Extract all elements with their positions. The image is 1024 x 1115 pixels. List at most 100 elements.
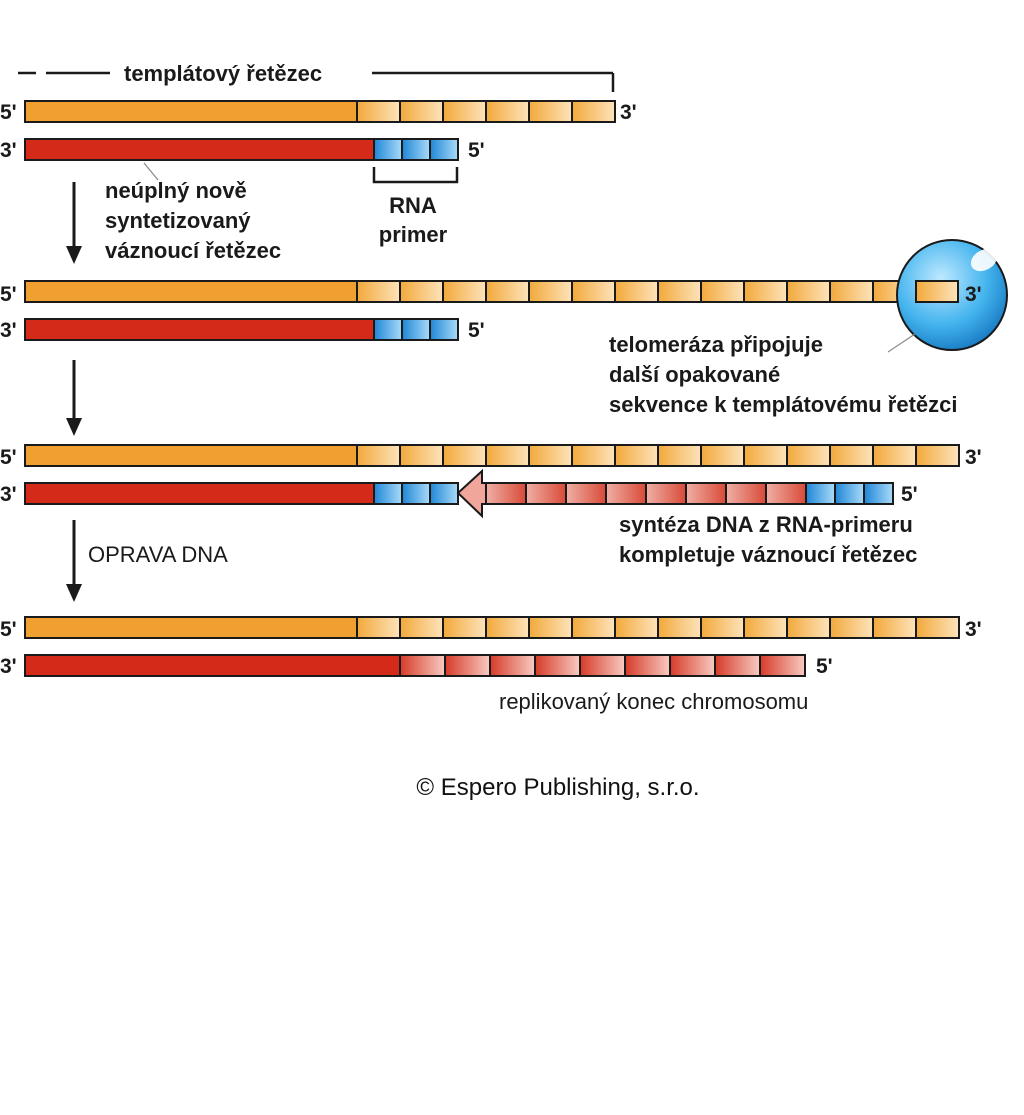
stage4-lagging-repeat <box>399 654 446 677</box>
stage1-template-5prime: 5' <box>0 101 17 124</box>
stage3-template-strand-repeat <box>657 444 702 467</box>
stage2-template-strand-repeat <box>743 280 788 303</box>
stage1-template-strand-solid <box>24 100 358 123</box>
stage4-lagging-strand <box>24 654 401 677</box>
stage3-template-strand-repeat <box>829 444 874 467</box>
stage3-new-rna-primer-segment <box>805 482 836 505</box>
stage4-template-strand-repeat <box>743 616 788 639</box>
stage3-template-strand-repeat <box>786 444 831 467</box>
stage3-lagging-3prime: 3' <box>0 483 17 506</box>
stage1-lagging-5prime: 5' <box>468 139 485 162</box>
stage2-template-strand-repeat <box>399 280 444 303</box>
stage4-template-strand-repeat <box>485 616 530 639</box>
stage3-template-strand-solid <box>24 444 358 467</box>
rna-primer-label-2: primer <box>379 222 448 247</box>
copyright-notice: © Espero Publishing, s.r.o. <box>416 774 699 801</box>
template-strand-bracket <box>18 71 615 92</box>
stage-1 <box>24 100 616 161</box>
stage3-lagging-strand <box>24 482 375 505</box>
stage3-template-strand-repeat <box>399 444 444 467</box>
stage3-new-lagging-segment <box>685 482 727 505</box>
stage2-template-5prime: 5' <box>0 283 17 306</box>
replicated-end-label: replikovaný konec chromosomu <box>499 689 808 714</box>
stage2-template-strand-repeat <box>528 280 573 303</box>
stage-4 <box>24 616 960 677</box>
stage3-template-strand-repeat <box>614 444 659 467</box>
stage3-template-strand-repeat <box>872 444 917 467</box>
stage4-template-strand-repeat <box>356 616 401 639</box>
stage2-template-strand-repeat <box>356 280 401 303</box>
stage2-rna-primer-segment <box>401 318 431 341</box>
stage2-template-strand-repeat <box>700 280 745 303</box>
stage3-new-lagging-segment <box>565 482 607 505</box>
stage4-template-strand-solid <box>24 616 358 639</box>
stage4-template-strand-repeat <box>614 616 659 639</box>
stage3-template-strand-repeat <box>442 444 487 467</box>
stage2-lagging-3prime: 3' <box>0 319 17 342</box>
stage2-rna-primer-segment <box>429 318 459 341</box>
stage4-template-5prime: 5' <box>0 618 17 641</box>
stage4-template-strand-repeat <box>528 616 573 639</box>
lagging-label-3: váznoucí řetězec <box>105 238 281 263</box>
stage3-rna-primer-segment <box>429 482 459 505</box>
stage4-lagging-repeat <box>624 654 671 677</box>
stage4-lagging-repeat <box>579 654 626 677</box>
stage4-template-strand-repeat <box>872 616 917 639</box>
stage-3 <box>24 444 960 519</box>
stage1-template-strand-repeat <box>571 100 616 123</box>
telomerase-label-3: sekvence k templátovému řetězci <box>609 392 958 417</box>
rna-primer-bracket <box>372 167 459 184</box>
stage4-template-strand-repeat <box>786 616 831 639</box>
stage2-new-repeat <box>915 280 959 303</box>
stage2-template-strand-repeat <box>571 280 616 303</box>
stage4-lagging-repeat <box>759 654 806 677</box>
stage3-template-strand-repeat <box>915 444 960 467</box>
stage2-template-3prime: 3' <box>965 283 982 306</box>
stage4-lagging-repeat <box>489 654 536 677</box>
stage4-lagging-repeat <box>714 654 761 677</box>
lagging-label-1: neúplný nově <box>105 178 247 203</box>
stage1-lagging-strand <box>24 138 375 161</box>
stage4-template-strand-repeat <box>399 616 444 639</box>
synthesis-arrowhead <box>456 468 487 519</box>
stage3-new-rna-primer-segment <box>863 482 894 505</box>
stage3-rna-primer-segment <box>373 482 403 505</box>
stage4-template-strand-repeat <box>571 616 616 639</box>
stage3-new-lagging-segment <box>765 482 807 505</box>
stage3-new-lagging-segment <box>605 482 647 505</box>
stage2-lagging-5prime: 5' <box>468 319 485 342</box>
synthesis-label-2: kompletuje váznoucí řetězec <box>619 542 917 567</box>
stage3-new-rna-primer-segment <box>834 482 865 505</box>
synthesis-label-1: syntéza DNA z RNA-primeru <box>619 512 913 537</box>
stage4-template-strand-repeat <box>915 616 960 639</box>
stage3-lagging-5prime: 5' <box>901 483 918 506</box>
stage-2-overlay <box>915 280 959 303</box>
stage1-template-3prime: 3' <box>620 101 637 124</box>
stage4-lagging-repeat <box>444 654 491 677</box>
lagging-label-2: syntetizovaný <box>105 208 251 233</box>
stage4-template-strand-repeat <box>442 616 487 639</box>
repair-label: OPRAVA DNA <box>88 542 228 567</box>
stage3-template-strand-repeat <box>485 444 530 467</box>
stage2-rna-primer-segment <box>373 318 403 341</box>
rna-primer-label-1: RNA <box>389 193 437 218</box>
stage1-template-strand-repeat <box>485 100 530 123</box>
stage4-lagging-repeat <box>669 654 716 677</box>
arrow-down-1 <box>66 182 82 264</box>
arrow-down-3 <box>66 520 82 602</box>
stage4-lagging-5prime: 5' <box>816 655 833 678</box>
stage2-template-strand-repeat <box>657 280 702 303</box>
lagging-leader-line <box>143 162 159 181</box>
stage3-template-strand-repeat <box>700 444 745 467</box>
stage4-template-3prime: 3' <box>965 618 982 641</box>
stage3-new-lagging-segment <box>725 482 767 505</box>
stage3-template-5prime: 5' <box>0 446 17 469</box>
stage1-lagging-3prime: 3' <box>0 139 17 162</box>
stage3-template-strand-repeat <box>743 444 788 467</box>
stage3-template-3prime: 3' <box>965 446 982 469</box>
stage2-template-strand-repeat <box>829 280 874 303</box>
stage4-lagging-3prime: 3' <box>0 655 17 678</box>
arrow-down-2 <box>66 360 82 436</box>
stage1-template-strand-repeat <box>442 100 487 123</box>
stage1-rna-primer-segment <box>373 138 403 161</box>
